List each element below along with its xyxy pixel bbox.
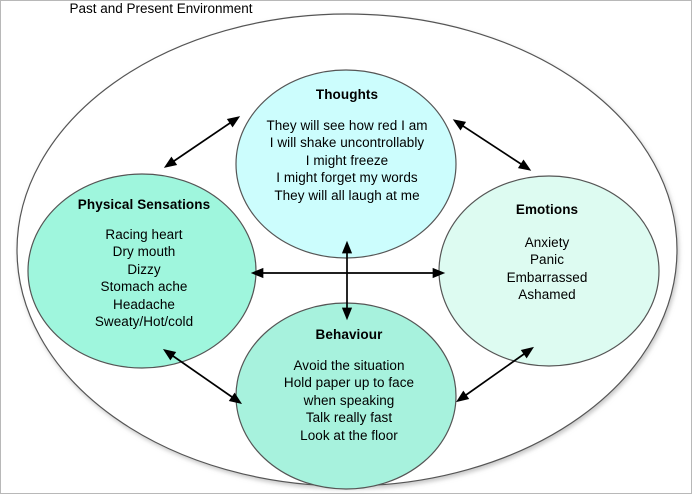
thoughts-item: They will see how red I am bbox=[266, 117, 428, 133]
physical-sensations-item: Dry mouth bbox=[112, 244, 176, 260]
emotions-node-text: Emotions Anxiety Panic Embarrassed Asham… bbox=[433, 201, 661, 304]
thoughts-title: Thoughts bbox=[315, 87, 379, 102]
emotions-item: Anxiety bbox=[524, 234, 570, 250]
thoughts-item: I will shake uncontrollably bbox=[269, 135, 425, 151]
physical-to-thoughts-arrow bbox=[163, 116, 241, 168]
behaviour-title: Behaviour bbox=[315, 327, 383, 342]
thoughts-item: I might forget my words bbox=[276, 170, 418, 186]
physical-sensations-item: Sweaty/Hot/cold bbox=[94, 314, 194, 330]
thoughts-item: I might freeze bbox=[305, 152, 389, 168]
physical-to-behaviour-arrow bbox=[162, 349, 243, 404]
thoughts-items: They will see how red I am I will shake … bbox=[237, 117, 457, 205]
thoughts-node-text: Thoughts They will see how red I am I wi… bbox=[237, 86, 457, 204]
behaviour-item: Look at the floor bbox=[300, 427, 398, 443]
physical-sensations-item: Stomach ache bbox=[100, 279, 188, 295]
physical-sensations-item: Dizzy bbox=[127, 261, 161, 277]
behaviour-items: Avoid the situation Hold paper up to fac… bbox=[241, 357, 457, 445]
physical-sensations-node-text: Physical Sensations Racing heart Dry mou… bbox=[29, 196, 259, 331]
emotions-item: Ashamed bbox=[518, 287, 576, 303]
emotions-item: Panic bbox=[529, 252, 565, 268]
behaviour-item: Avoid the situation bbox=[293, 357, 405, 373]
physical-sensations-title: Physical Sensations bbox=[77, 197, 211, 212]
physical-sensations-item: Racing heart bbox=[105, 226, 183, 242]
physical-sensations-item: Headache bbox=[113, 296, 175, 312]
emotions-items: Anxiety Panic Embarrassed Ashamed bbox=[433, 234, 661, 304]
thoughts-item: They will all laugh at me bbox=[274, 187, 420, 203]
emotions-title: Emotions bbox=[515, 202, 579, 217]
behaviour-item: when speaking bbox=[303, 392, 395, 408]
thoughts-to-emotions-arrow bbox=[452, 119, 532, 171]
physical-sensations-items: Racing heart Dry mouth Dizzy Stomach ach… bbox=[29, 226, 259, 331]
emotions-item: Embarrassed bbox=[506, 269, 588, 285]
behaviour-item: Hold paper up to face bbox=[283, 375, 415, 391]
behaviour-item: Talk really fast bbox=[305, 410, 393, 426]
behaviour-node-text: Behaviour Avoid the situation Hold paper… bbox=[241, 326, 457, 444]
behaviour-to-emotions-arrow bbox=[456, 346, 534, 403]
